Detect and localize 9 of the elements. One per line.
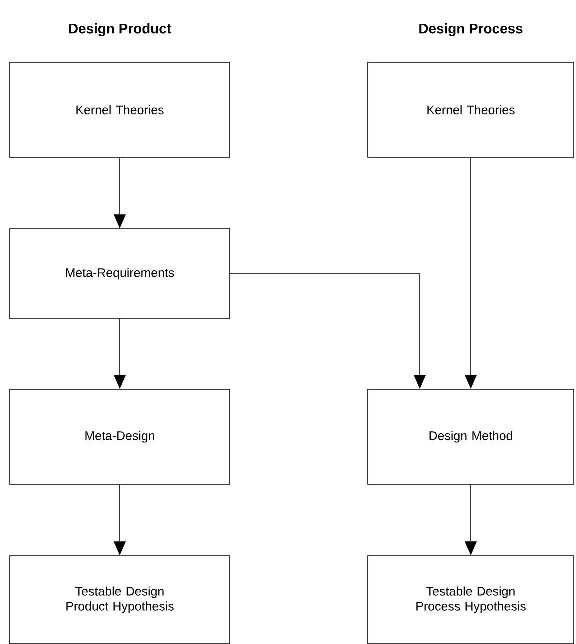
process-box: Meta-Requirements xyxy=(10,228,230,320)
process-box: Kernel Theories xyxy=(368,62,574,158)
process-box: Testable Design Product Hypothesis xyxy=(10,556,230,644)
column-heading: Design Process xyxy=(420,23,523,37)
process-box: Kernel Theories xyxy=(10,62,230,158)
process-box: Design Method xyxy=(368,389,574,485)
column-heading: Design Product xyxy=(69,23,172,37)
process-box: Testable Design Process Hypothesis xyxy=(368,556,574,644)
process-box: Meta-Design xyxy=(10,389,230,485)
